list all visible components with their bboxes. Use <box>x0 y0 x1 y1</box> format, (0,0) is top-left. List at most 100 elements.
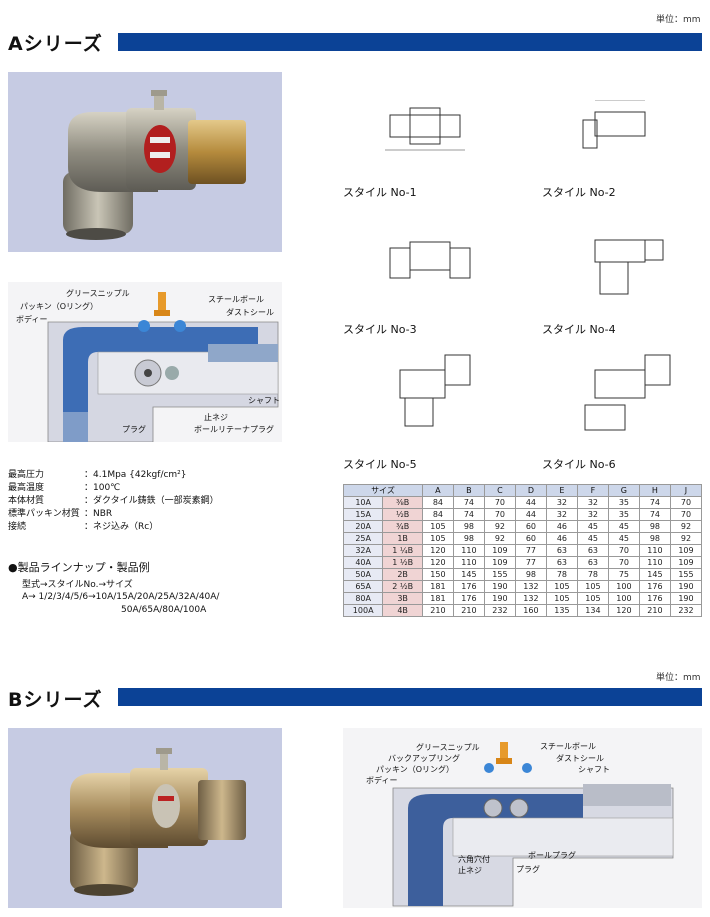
table-cell: 109 <box>669 556 703 569</box>
table-cell: 92 <box>483 520 516 533</box>
table-cell: 100A <box>342 604 384 617</box>
table-cell: 74 <box>452 508 485 521</box>
table-cell: 32A <box>342 544 384 557</box>
table-cell: 70 <box>669 496 703 509</box>
unit-label-b: 単位：mm <box>656 673 701 683</box>
table-cell: 20A <box>342 520 384 533</box>
b-label-grease-nipple: グリースニップル <box>416 743 480 752</box>
table-cell: 45 <box>607 520 640 533</box>
table-cell: 10A <box>342 496 384 509</box>
table-cell: 150 <box>421 568 454 581</box>
table-cell: ⅜B <box>382 496 423 509</box>
table-cell: 45 <box>576 532 609 545</box>
label-plug: プラグ <box>122 425 146 434</box>
table-cell: 98 <box>452 532 485 545</box>
table-header: サイズ <box>343 484 423 497</box>
table-cell: 109 <box>483 544 516 557</box>
table-cell: 110 <box>452 556 485 569</box>
spec-row: 最高圧力：4.1Mpa {42kgf/cm²} <box>8 470 187 480</box>
table-cell: 84 <box>421 496 454 509</box>
table-cell: 105 <box>421 520 454 533</box>
table-cell: 78 <box>576 568 609 581</box>
table-cell: 32 <box>545 496 578 509</box>
label-body: ボディー <box>16 315 48 324</box>
table-cell: 63 <box>576 544 609 557</box>
table-cell: 105 <box>545 592 578 605</box>
table-cell: 70 <box>483 508 516 521</box>
table-cell: 145 <box>452 568 485 581</box>
table-cell: 77 <box>514 556 547 569</box>
label-grease-nipple: グリースニップル <box>66 289 130 298</box>
b-series-title: Bシリーズ <box>8 689 103 711</box>
b-label-shaft: シャフト <box>578 765 610 774</box>
table-cell: 145 <box>638 568 671 581</box>
style-1-label: スタイル No-1 <box>343 186 417 199</box>
table-cell: 155 <box>483 568 516 581</box>
a-series-title: Aシリーズ <box>8 33 103 55</box>
table-cell: 1B <box>382 532 423 545</box>
table-cell: 2 ½B <box>382 580 423 593</box>
table-cell: 77 <box>514 544 547 557</box>
table-header: B <box>452 484 485 497</box>
table-cell: 105 <box>576 580 609 593</box>
b-series-photo <box>8 728 282 908</box>
b-label-dust-seal: ダストシール <box>556 754 604 763</box>
style-5-label: スタイル No-5 <box>343 458 417 471</box>
table-header: A <box>421 484 454 497</box>
b-label-packing: パッキン（Oリング） <box>376 765 455 774</box>
label-packing: パッキン（Oリング） <box>20 302 99 311</box>
table-cell: 110 <box>638 544 671 557</box>
style-5-drawing <box>399 354 471 427</box>
table-cell: 63 <box>545 544 578 557</box>
table-cell: 160 <box>514 604 547 617</box>
table-cell: 74 <box>638 508 671 521</box>
table-header: G <box>607 484 640 497</box>
table-cell: 176 <box>638 580 671 593</box>
table-cell: 2B <box>382 568 423 581</box>
label-stop-screw: 止ネジ <box>204 413 228 422</box>
table-cell: 44 <box>514 496 547 509</box>
table-cell: 15A <box>342 508 384 521</box>
style-2-drawing <box>582 100 646 149</box>
swivel-joint-photo-a <box>63 90 246 240</box>
style-1-drawing <box>385 107 465 151</box>
table-cell: 46 <box>545 532 578 545</box>
style-4-label: スタイル No-4 <box>542 323 616 336</box>
swivel-joint-photo-b <box>70 748 246 896</box>
table-cell: 35 <box>607 496 640 509</box>
table-cell: 63 <box>576 556 609 569</box>
table-cell: 100 <box>607 580 640 593</box>
style-3-label: スタイル No-3 <box>343 323 417 336</box>
table-cell: 210 <box>452 604 485 617</box>
a-series-cutaway <box>8 282 282 443</box>
a-series-photo <box>8 72 282 252</box>
table-cell: 176 <box>452 580 485 593</box>
spec-list: 最高圧力：4.1Mpa {42kgf/cm²} 最高温度：100℃ 本体材質：ダ… <box>8 469 219 534</box>
b-label-plug: プラグ <box>516 865 540 874</box>
table-cell: 120 <box>421 544 454 557</box>
table-cell: 46 <box>545 520 578 533</box>
table-cell: 109 <box>669 544 703 557</box>
table-header: H <box>638 484 671 497</box>
table-cell: 70 <box>607 556 640 569</box>
table-cell: 74 <box>638 496 671 509</box>
table-cell: 60 <box>514 520 547 533</box>
table-cell: 132 <box>514 580 547 593</box>
table-cell: 63 <box>545 556 578 569</box>
b-label-steel-ball: スチールボール <box>540 742 596 751</box>
table-cell: 210 <box>638 604 671 617</box>
table-cell: 70 <box>483 496 516 509</box>
label-dust-seal: ダストシール <box>226 308 274 317</box>
style-6-drawing <box>584 354 671 431</box>
table-cell: 190 <box>669 592 703 605</box>
lineup-title: ●製品ラインナップ・製品例 <box>8 561 150 574</box>
spec-row: 接続：ネジ込み（Rc） <box>8 522 159 532</box>
table-cell: 120 <box>421 556 454 569</box>
table-cell: 35 <box>607 508 640 521</box>
